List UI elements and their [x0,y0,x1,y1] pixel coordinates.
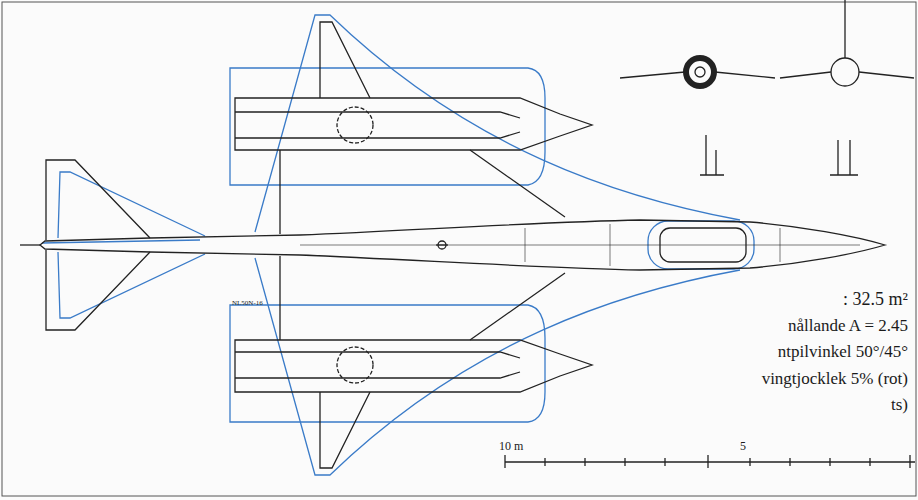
spec-line: ntpilvinkel 50°/45° [778,343,908,362]
spec-line: nållande A = 2.45 [788,317,908,336]
spec-line: vingtjocklek 5% (rot) [762,370,908,389]
scale-label: 5 [738,440,748,453]
spec-line: : 32.5 m² [843,290,908,310]
scale-label: 10 m [497,440,525,453]
drawing-number: NL50N-16 [232,300,263,308]
spec-line: ts) [891,396,908,415]
